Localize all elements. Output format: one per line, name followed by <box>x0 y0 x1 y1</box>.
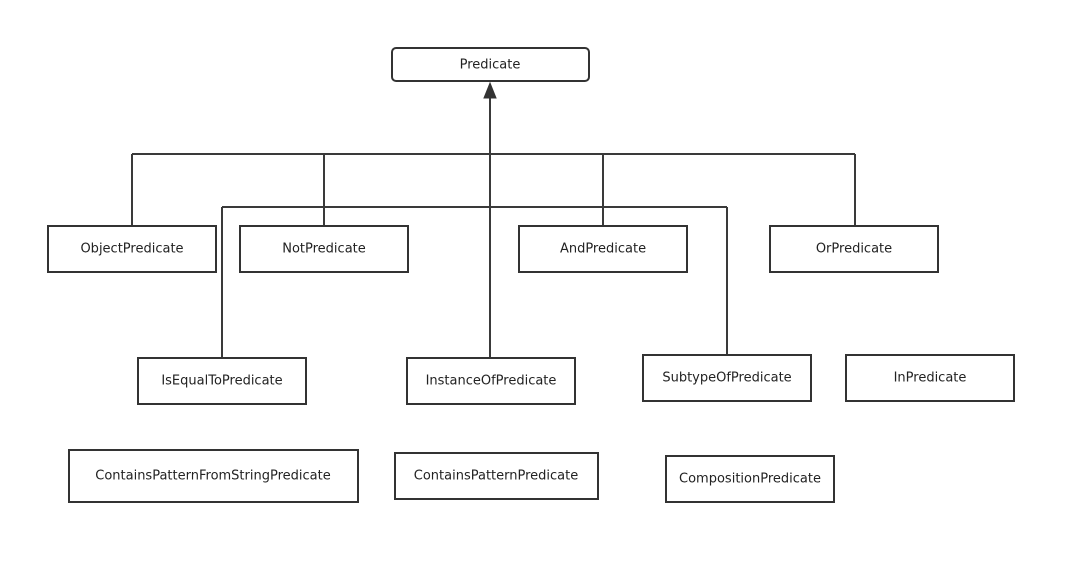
node-object-predicate[interactable]: ObjectPredicate <box>47 225 217 273</box>
connectors <box>131 81 856 358</box>
node-box <box>137 357 307 405</box>
node-label: InstanceOfPredicate <box>426 374 557 389</box>
node-box <box>394 452 599 500</box>
node-box <box>406 357 576 405</box>
node-box <box>68 449 359 503</box>
node-label: NotPredicate <box>282 242 366 257</box>
inheritance-arrowhead <box>483 81 497 99</box>
node-box <box>239 225 409 273</box>
node-box <box>642 354 812 402</box>
node-is-equal-to-predicate[interactable]: IsEqualToPredicate <box>137 357 307 405</box>
node-label: SubtypeOfPredicate <box>662 371 791 386</box>
node-contains-pattern-predicate[interactable]: ContainsPatternPredicate <box>394 452 599 500</box>
node-label: IsEqualToPredicate <box>161 374 282 389</box>
node-or-predicate[interactable]: OrPredicate <box>769 225 939 273</box>
node-contains-pattern-from-string-predicate[interactable]: ContainsPatternFromStringPredicate <box>68 449 359 503</box>
node-label: InPredicate <box>894 371 967 386</box>
node-label: ContainsPatternFromStringPredicate <box>95 469 330 484</box>
node-instance-of-predicate[interactable]: InstanceOfPredicate <box>406 357 576 405</box>
node-box <box>665 455 835 503</box>
node-box <box>769 225 939 273</box>
node-box <box>518 225 688 273</box>
node-subtype-of-predicate[interactable]: SubtypeOfPredicate <box>642 354 812 402</box>
node-box <box>47 225 217 273</box>
node-composition-predicate[interactable]: CompositionPredicate <box>665 455 835 503</box>
node-label: OrPredicate <box>816 242 892 257</box>
node-in-predicate[interactable]: InPredicate <box>845 354 1015 402</box>
node-predicate[interactable]: Predicate <box>391 47 590 82</box>
node-label: Predicate <box>460 58 521 73</box>
node-label: ObjectPredicate <box>80 242 183 257</box>
node-and-predicate[interactable]: AndPredicate <box>518 225 688 273</box>
node-label: AndPredicate <box>560 242 646 257</box>
node-box <box>391 47 590 82</box>
node-label: CompositionPredicate <box>679 472 821 487</box>
node-label: ContainsPatternPredicate <box>414 469 578 484</box>
node-not-predicate[interactable]: NotPredicate <box>239 225 409 273</box>
node-box <box>845 354 1015 402</box>
